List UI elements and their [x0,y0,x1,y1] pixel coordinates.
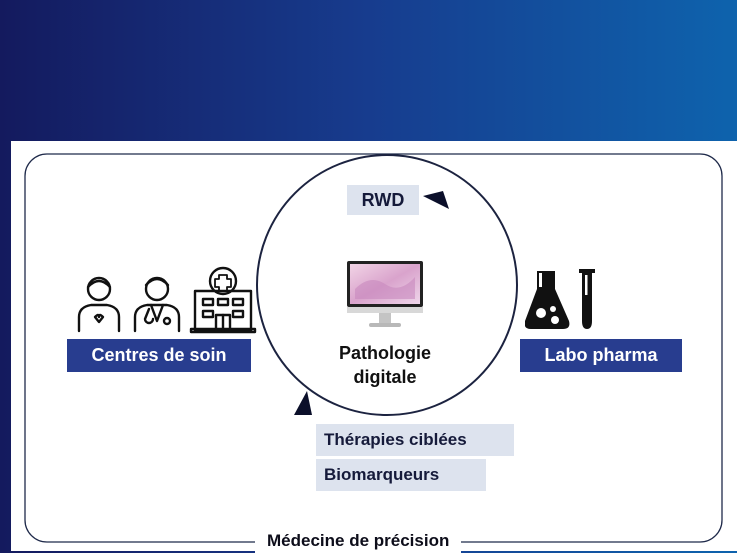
cycle-circle [256,154,518,416]
targeted-therapies-tag: Thérapies ciblées [316,424,514,456]
arrowhead-top [423,191,449,209]
center-title: Pathologie digitale [311,341,459,389]
diagram-panel: RWD Pathologie digitale [11,141,737,553]
monitor-icon [347,261,423,327]
center-title-line1: Pathologie [338,343,431,363]
center-title-line2: digitale [353,367,417,387]
care-centers-icons [77,266,257,334]
precision-medicine-label: Médecine de précision [255,529,462,553]
patient-icon [77,276,121,333]
biomarkers-tag: Biomarqueurs [316,459,486,491]
flask-icon [525,271,570,329]
test-tube-icon [579,269,595,329]
arrowhead-bottom [294,391,312,415]
hospital-icon [189,266,257,334]
care-centers-label: Centres de soin [67,339,251,372]
rwd-tag: RWD [347,185,419,215]
doctor-icon [133,276,181,333]
pharma-label: Labo pharma [520,339,682,372]
pharma-icons [525,269,595,329]
